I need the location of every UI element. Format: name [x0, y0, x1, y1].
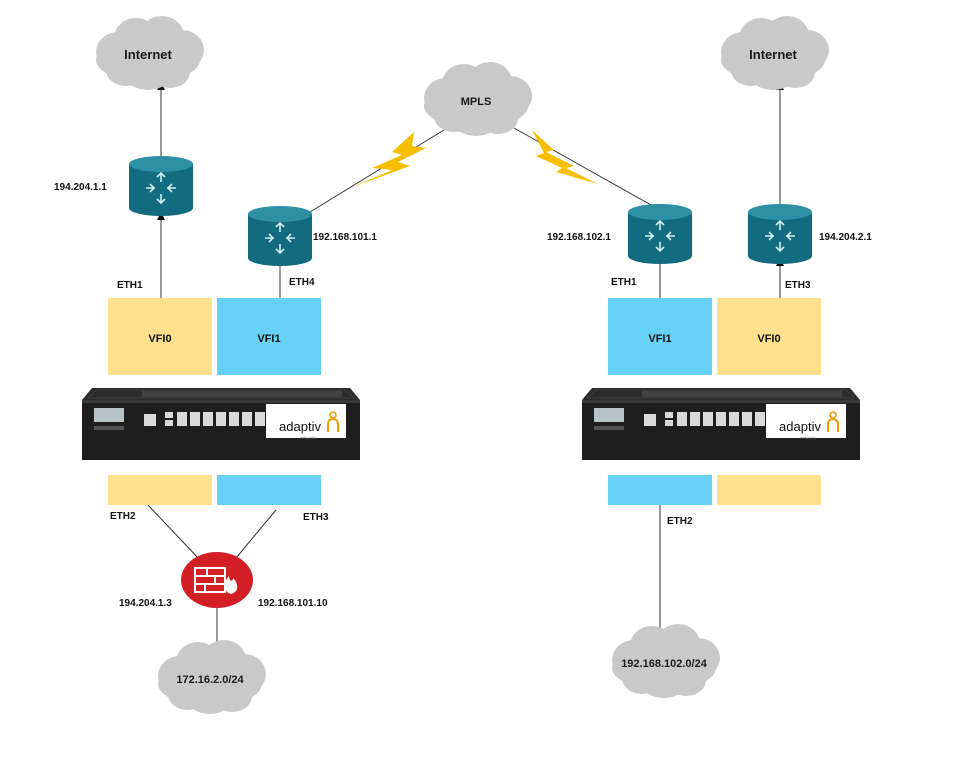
left-eth1-label: ETH1	[117, 280, 143, 291]
left-vfi0-box: VFI0	[108, 298, 212, 375]
left-lan-port-vfi0	[108, 475, 212, 505]
vfi-label: VFI1	[648, 333, 671, 345]
link-left-router-mpls	[309, 129, 445, 213]
cloud-label: Internet	[749, 47, 797, 62]
brand-sub-text: networks	[800, 435, 816, 440]
cloud-label: 192.168.102.0/24	[621, 658, 708, 670]
router-icon-right-internet	[747, 203, 813, 265]
right-router-internet-ip: 194.204.2.1	[819, 232, 872, 243]
brand-logo-dot	[829, 411, 837, 419]
router-icon-left-internet	[128, 155, 194, 217]
cloud-label: MPLS	[461, 96, 492, 108]
adaptiv-appliance-left: adaptiv networks	[81, 387, 361, 461]
vfi-label: VFI1	[257, 333, 280, 345]
router-icon-right-mpls	[627, 203, 693, 265]
brand-logo-dot	[329, 411, 337, 419]
internet-cloud-right: Internet	[721, 16, 829, 90]
left-vfi1-box: VFI1	[217, 298, 321, 375]
link-mpls-right-router	[513, 127, 661, 211]
vfi-label: VFI0	[148, 333, 171, 345]
link-left-eth3-firewall	[235, 509, 277, 559]
cloud-label: 172.16.2.0/24	[176, 674, 244, 686]
right-eth3-label: ETH3	[785, 280, 811, 291]
brand-logo-text: adaptiv	[779, 419, 821, 434]
router-icon-left-mpls	[247, 205, 313, 267]
internet-cloud-left: Internet	[96, 16, 204, 90]
link-left-eth2-firewall	[147, 504, 201, 561]
left-router-internet-ip: 194.204.1.1	[54, 182, 107, 193]
cloud-label: Internet	[124, 47, 172, 62]
lightning-icon	[532, 130, 598, 184]
firewall-ip-right: 192.168.101.10	[258, 598, 328, 609]
lan-cloud-right: 192.168.102.0/24	[612, 624, 720, 698]
left-eth4-label: ETH4	[289, 277, 315, 288]
left-eth2-label: ETH2	[110, 511, 136, 522]
brand-sub-text: networks	[300, 435, 316, 440]
left-eth3-label: ETH3	[303, 512, 329, 523]
right-lan-port-vfi1	[608, 475, 712, 505]
right-eth1-label: ETH1	[611, 277, 637, 288]
adaptiv-appliance-right: adaptiv networks	[581, 387, 861, 461]
lightning-icon	[350, 132, 426, 188]
right-eth2-label: ETH2	[667, 516, 693, 527]
brand-logo-text: adaptiv	[279, 419, 321, 434]
right-vfi0-box: VFI0	[717, 298, 821, 375]
left-lan-port-vfi1	[217, 475, 321, 505]
brand-logo-icon	[827, 418, 839, 432]
lan-cloud-left: 172.16.2.0/24	[158, 640, 266, 714]
right-vfi1-box: VFI1	[608, 298, 712, 375]
mpls-cloud: MPLS	[424, 62, 532, 136]
right-router-mpls-ip: 192.168.102.1	[547, 232, 611, 243]
brand-logo-icon	[327, 418, 339, 432]
right-lan-port-vfi0	[717, 475, 821, 505]
firewall-icon	[181, 552, 253, 608]
firewall-ip-left: 194.204.1.3	[119, 598, 172, 609]
vfi-label: VFI0	[757, 333, 780, 345]
left-router-mpls-ip: 192.168.101.1	[313, 232, 377, 243]
